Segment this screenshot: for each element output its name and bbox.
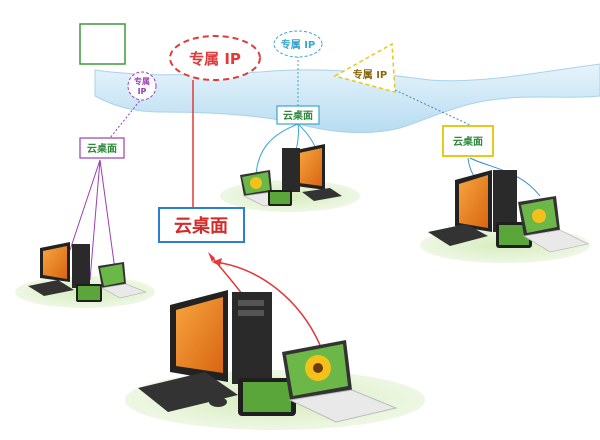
sunflower-icon: [250, 177, 262, 189]
connector-yellow-ip-to-desktop: [394, 89, 471, 126]
connector-purple-desktop-to-pcs: [69, 159, 116, 281]
workstation-left: [28, 242, 148, 302]
desktop-box-left-label: 云桌面: [87, 142, 117, 155]
tower-bay: [238, 300, 264, 306]
tablet-screen: [499, 225, 529, 245]
tower-icon: [72, 244, 90, 288]
keyboard-icon: [138, 372, 238, 412]
tower-icon: [282, 148, 300, 192]
sunflower-center: [313, 363, 323, 373]
connector-purple-ip-to-desktop: [109, 97, 143, 139]
tower-bay: [238, 310, 264, 316]
laptop-keyboard: [100, 283, 148, 299]
desktop-box-left: [79, 137, 125, 159]
ip-bubble-main: [169, 35, 261, 81]
keyboard-icon: [302, 188, 342, 201]
desktop-box-top-center: [276, 105, 320, 125]
keyboard-icon: [28, 280, 74, 296]
cloud-band: [94, 63, 600, 134]
monitor-screen: [299, 148, 322, 186]
keyboard-icon: [428, 224, 488, 246]
ip-bubble-right-yellow-label: 专属 IP: [353, 68, 388, 81]
tower-icon: [232, 292, 272, 384]
ip-bubble-top-cyan: [273, 30, 323, 58]
laptop-keyboard: [522, 229, 590, 253]
arrowhead-main-2: [212, 258, 222, 266]
desktop-box-right: [442, 125, 494, 157]
ip-bubble-right-yellow: [333, 42, 396, 93]
workstation-main: [138, 290, 398, 423]
arrowhead-main-1: [208, 252, 215, 262]
laptop-screen: [100, 264, 124, 286]
tablet-screen: [243, 382, 291, 412]
monitor-screen: [43, 246, 67, 279]
desktop-box-right-label: 云桌面: [453, 135, 483, 148]
tablet-screen: [270, 192, 290, 204]
mouse-icon: [209, 397, 227, 407]
tower-icon: [493, 170, 517, 232]
connector-main-desktop-to-laptop: [214, 261, 321, 346]
laptop-keyboard: [288, 389, 398, 423]
ip-bubble-left-purple-line2: IP: [138, 87, 147, 96]
sunflower-icon: [532, 209, 546, 223]
tablet-screen: [78, 286, 100, 300]
ip-bubble-top-cyan-label: 专属 IP: [281, 38, 316, 51]
desktop-box-main: [158, 207, 245, 243]
desktop-box-main-label: 云桌面: [174, 216, 228, 237]
monitor-screen: [176, 297, 223, 373]
workstation-right: [428, 170, 590, 253]
ip-bubble-main-label: 专属 IP: [189, 50, 241, 68]
ip-bubble-left-purple-line1: 专属: [134, 76, 150, 86]
ip-bubble-left-purple: [127, 71, 157, 101]
monitor-screen: [459, 175, 488, 228]
desktop-box-top-center-label: 云桌面: [283, 109, 313, 122]
empty-legend-box: [79, 23, 126, 65]
workstation-top-center: [240, 144, 342, 207]
